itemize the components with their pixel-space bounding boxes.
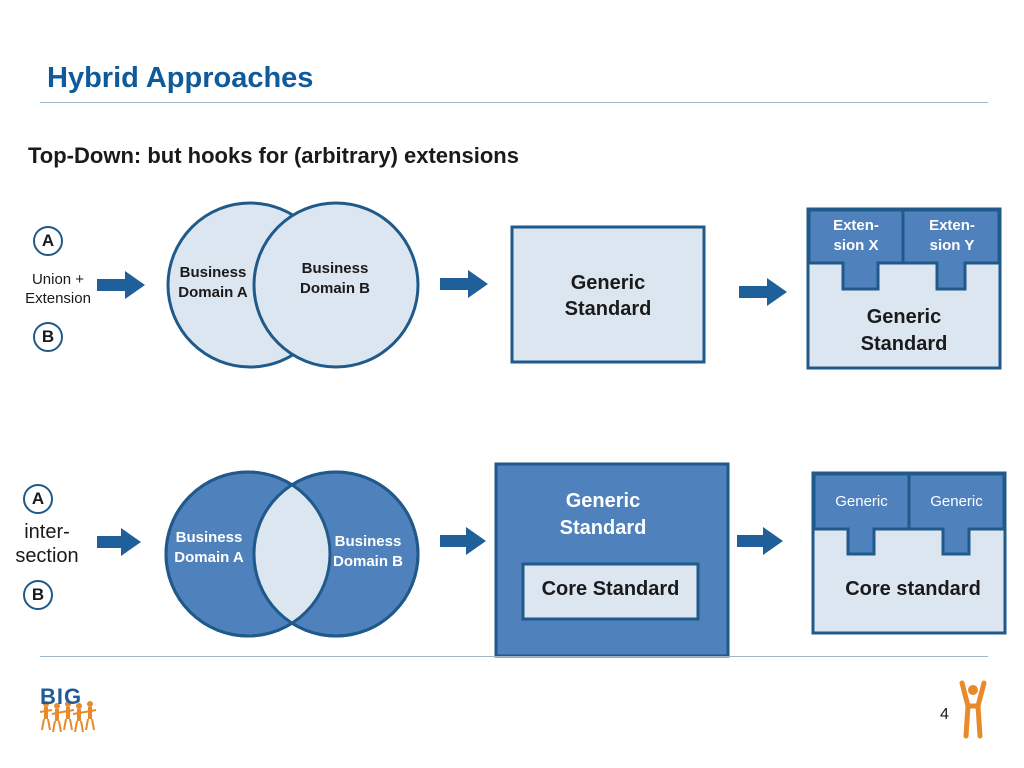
- badge-a-row2: A: [23, 484, 53, 514]
- footer-divider: [40, 656, 988, 657]
- generic-standard-box-row2: [494, 462, 730, 658]
- domain-b-line1-row2: Business: [334, 533, 402, 550]
- person-figure-icon: [959, 680, 987, 739]
- slide-title: Hybrid Approaches: [47, 62, 314, 94]
- ext-y-line1: Exten-: [929, 217, 975, 234]
- domain-a-line2-row2: Domain A: [174, 549, 244, 566]
- arrow-row1-middle: [440, 270, 488, 298]
- arrow-row2-left: [97, 528, 141, 556]
- generic-line2-row1: Standard: [564, 298, 652, 320]
- domain-b-label-row2: Business Domain B: [324, 532, 412, 572]
- arrow-row1-right: [739, 278, 787, 306]
- generic-standard-label-row1: Generic Standard: [512, 270, 704, 322]
- generic-standard-label-row2: Generic Standard: [496, 488, 710, 542]
- extension-y-label: Exten- sion Y: [905, 216, 999, 256]
- domain-a-line2-row1: Domain A: [178, 284, 248, 301]
- badge-b-row2: B: [23, 580, 53, 610]
- domain-b-line2-row1: Domain B: [299, 280, 370, 297]
- union-label-line2: Extension: [25, 290, 91, 307]
- generic-tab-1-label: Generic: [835, 493, 888, 510]
- core-result-label: Core standard: [845, 578, 981, 600]
- extension-x-label: Exten- sion X: [810, 216, 902, 256]
- domain-b-label-row1: Business Domain B: [290, 259, 380, 299]
- domain-b-line2-row2: Domain B: [332, 553, 403, 570]
- ext-x-line2: sion X: [833, 237, 879, 254]
- generic-line2-row2: Standard: [559, 517, 647, 539]
- domain-b-line1-row1: Business: [301, 260, 369, 277]
- badge-a-row1: A: [33, 226, 63, 256]
- result-line1-row1: Generic: [866, 306, 942, 328]
- result-line2-row1: Standard: [860, 333, 948, 355]
- generic-standard-box-row1: [510, 225, 706, 364]
- big-logo-figures: [39, 701, 97, 733]
- extended-standard-label: Generic Standard: [808, 304, 1000, 358]
- domain-a-label-row1: Business Domain A: [168, 263, 258, 303]
- union-extension-label: Union + Extension: [12, 270, 104, 308]
- core-standard-box: [521, 562, 700, 621]
- intersection-label-line1: inter-: [24, 521, 70, 543]
- badge-b-row1: B: [33, 322, 63, 352]
- domain-b-circle-row1: [252, 201, 420, 369]
- slide-subtitle: Top-Down: but hooks for (arbitrary) exte…: [28, 143, 519, 168]
- domain-a-line1-row1: Business: [179, 264, 247, 281]
- union-label-line1: Union +: [31, 271, 85, 288]
- arrow-row1-left: [97, 271, 145, 299]
- generic-line1-row2: Generic: [565, 490, 641, 512]
- ext-y-line2: sion Y: [929, 237, 975, 254]
- intersection-label: inter- section: [4, 520, 90, 568]
- intersection-area: [254, 472, 330, 636]
- arrow-row2-right: [737, 527, 783, 555]
- extension-y-tab: [901, 208, 1001, 291]
- big-logo-text: BIG: [40, 684, 83, 709]
- generic-tab-2-label: Generic: [930, 493, 983, 510]
- page-number: 4: [940, 706, 949, 723]
- title-divider: [40, 102, 988, 103]
- generic-tab-2: [907, 472, 1006, 556]
- arrow-row2-middle: [440, 527, 486, 555]
- generic-line1-row1: Generic: [570, 272, 646, 294]
- domain-a-label-row2: Business Domain A: [166, 528, 252, 568]
- intersection-label-line2: section: [15, 545, 79, 567]
- domain-a-line1-row2: Business: [175, 529, 243, 546]
- ext-x-line1: Exten-: [833, 217, 879, 234]
- core-standard-label: Core Standard: [541, 578, 680, 600]
